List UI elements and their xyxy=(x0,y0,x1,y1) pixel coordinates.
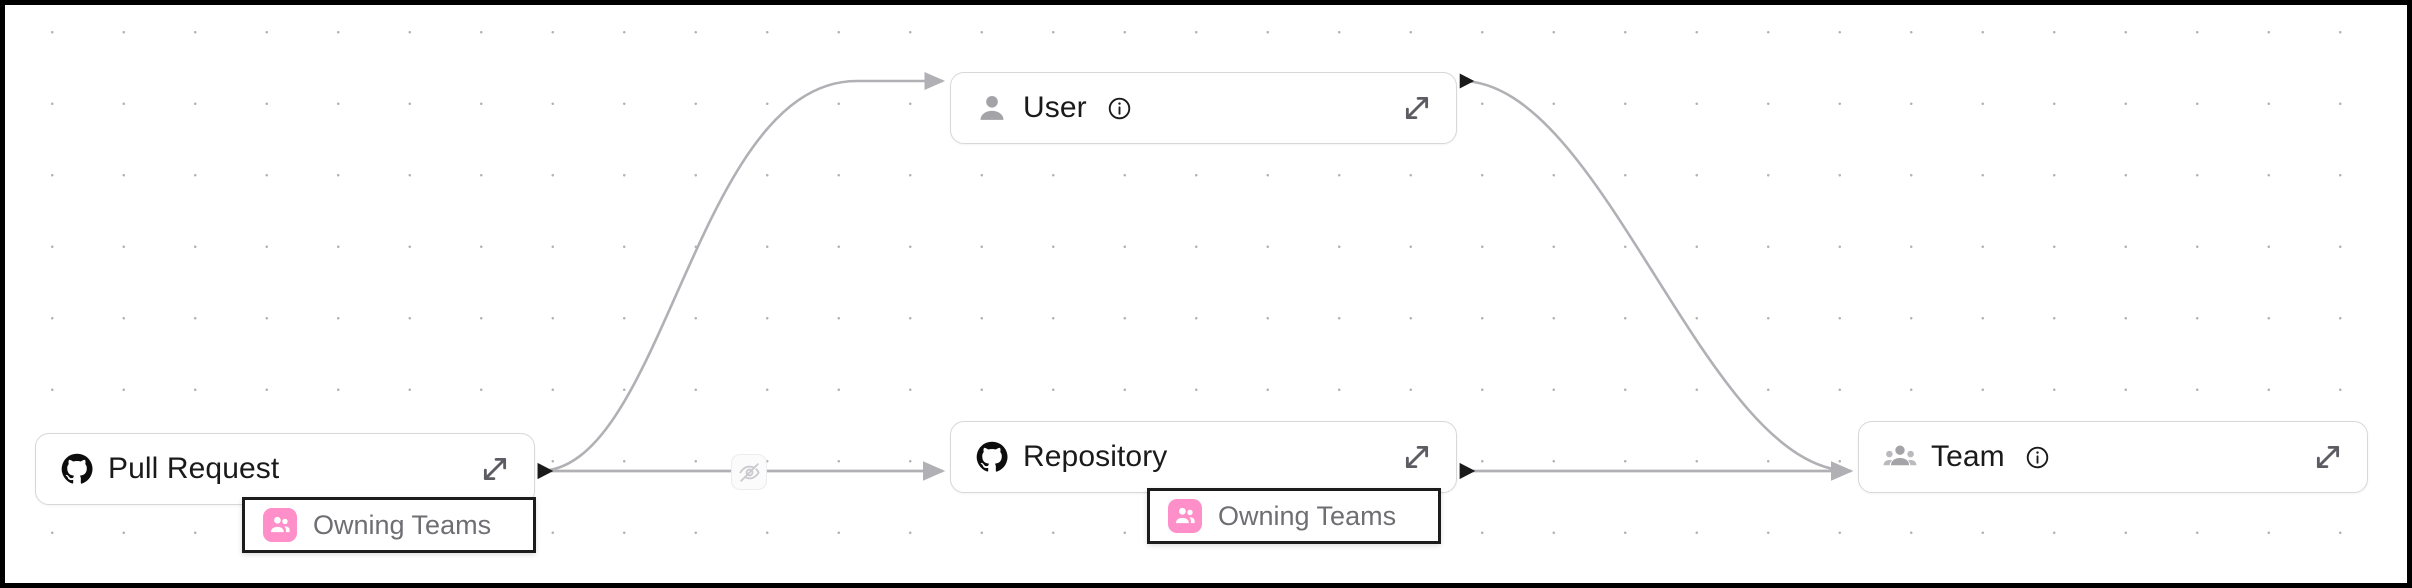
github-icon xyxy=(61,453,93,484)
node-user-content: User xyxy=(975,91,1400,125)
edge-pull-request-to-user[interactable] xyxy=(537,71,946,479)
node-pull-request[interactable]: Pull Request xyxy=(35,433,535,505)
expand-diagonal-icon[interactable] xyxy=(1400,440,1434,474)
node-team[interactable]: Team xyxy=(1858,421,2368,493)
people-badge-icon xyxy=(1168,499,1202,533)
expand-diagonal-icon[interactable] xyxy=(1400,91,1434,125)
node-repository[interactable]: Repository xyxy=(950,421,1457,493)
info-circle-icon[interactable] xyxy=(1107,96,1132,121)
attribute-chip-owning-teams[interactable]: Owning Teams xyxy=(242,497,536,553)
attribute-chip-owning-teams[interactable]: Owning Teams xyxy=(1147,488,1441,544)
people-badge-icon xyxy=(263,508,297,542)
node-pull-request-content: Pull Request xyxy=(60,452,478,486)
node-repository-content: Repository xyxy=(975,440,1400,474)
node-user[interactable]: User xyxy=(950,72,1457,144)
people-group-icon xyxy=(1883,445,1917,466)
node-team-label: Team xyxy=(1931,440,2005,473)
eye-off-icon xyxy=(738,462,760,482)
hide-edge-button[interactable] xyxy=(731,454,767,490)
person-icon xyxy=(980,95,1004,120)
node-repository-label: Repository xyxy=(1023,440,1168,473)
edge-user-to-team[interactable] xyxy=(1459,73,1854,481)
info-circle-icon[interactable] xyxy=(2025,445,2050,470)
attribute-chip-label: Owning Teams xyxy=(313,509,492,540)
node-team-content: Team xyxy=(1883,440,2311,474)
expand-diagonal-icon[interactable] xyxy=(478,452,512,486)
github-icon xyxy=(976,441,1008,472)
node-user-label: User xyxy=(1023,91,1087,124)
node-pull-request-label: Pull Request xyxy=(108,452,280,485)
attribute-chip-label: Owning Teams xyxy=(1218,500,1397,531)
expand-diagonal-icon[interactable] xyxy=(2311,440,2345,474)
